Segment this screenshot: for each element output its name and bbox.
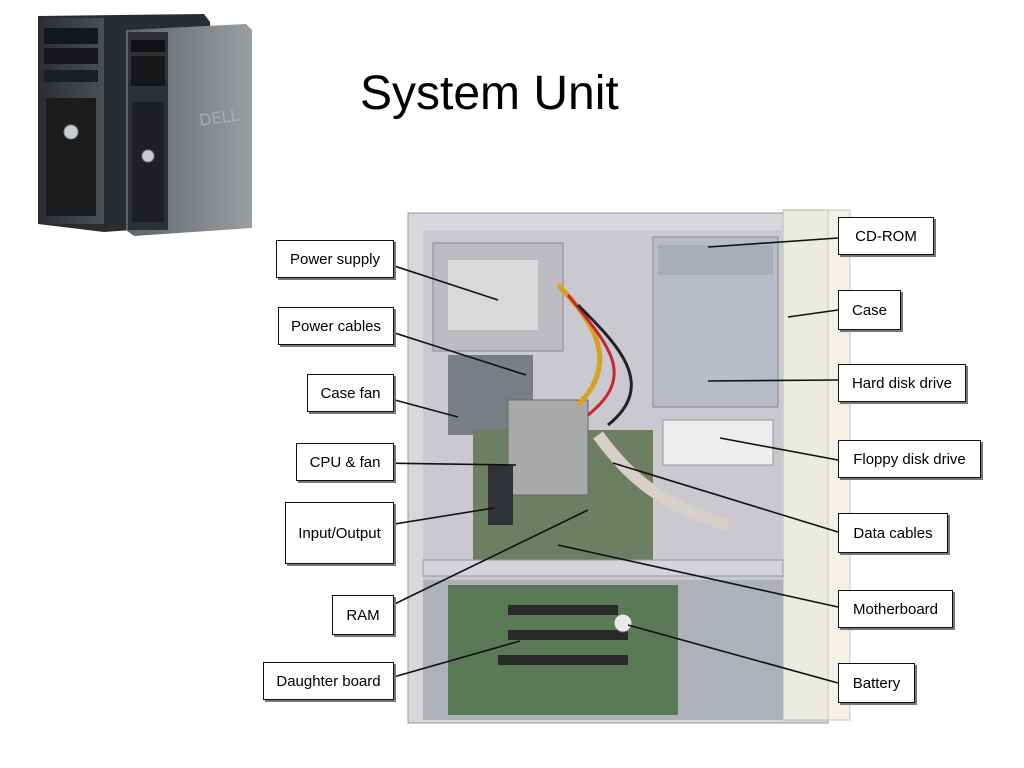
system-unit-diagram bbox=[375, 209, 851, 724]
desktop-towers-image: DELL bbox=[38, 14, 252, 236]
label-input-output: Input/Output bbox=[285, 502, 394, 564]
label-hard-disk-drive: Hard disk drive bbox=[838, 364, 966, 402]
label-battery: Battery bbox=[838, 663, 915, 703]
lower-motherboard bbox=[448, 585, 678, 715]
io-ports bbox=[488, 465, 513, 525]
label-case-fan: Case fan bbox=[307, 374, 394, 412]
cmos-battery bbox=[613, 613, 633, 633]
label-ram: RAM bbox=[332, 595, 394, 635]
label-cpu-fan: CPU & fan bbox=[296, 443, 394, 481]
label-case: Case bbox=[838, 290, 901, 330]
label-power-cables: Power cables bbox=[278, 307, 394, 345]
label-data-cables: Data cables bbox=[838, 513, 948, 553]
label-daughter-board: Daughter board bbox=[263, 662, 394, 700]
floppy-drive-bay bbox=[662, 419, 774, 466]
label-floppy-disk-drive: Floppy disk drive bbox=[838, 440, 981, 478]
label-motherboard: Motherboard bbox=[838, 590, 953, 628]
label-cd-rom: CD-ROM bbox=[838, 217, 934, 255]
cpu-heatsink bbox=[507, 399, 589, 496]
label-power-supply: Power supply bbox=[276, 240, 394, 278]
ribbon-cable bbox=[593, 431, 730, 531]
case-side-panel bbox=[782, 209, 829, 721]
slide-title: System Unit bbox=[360, 67, 619, 120]
